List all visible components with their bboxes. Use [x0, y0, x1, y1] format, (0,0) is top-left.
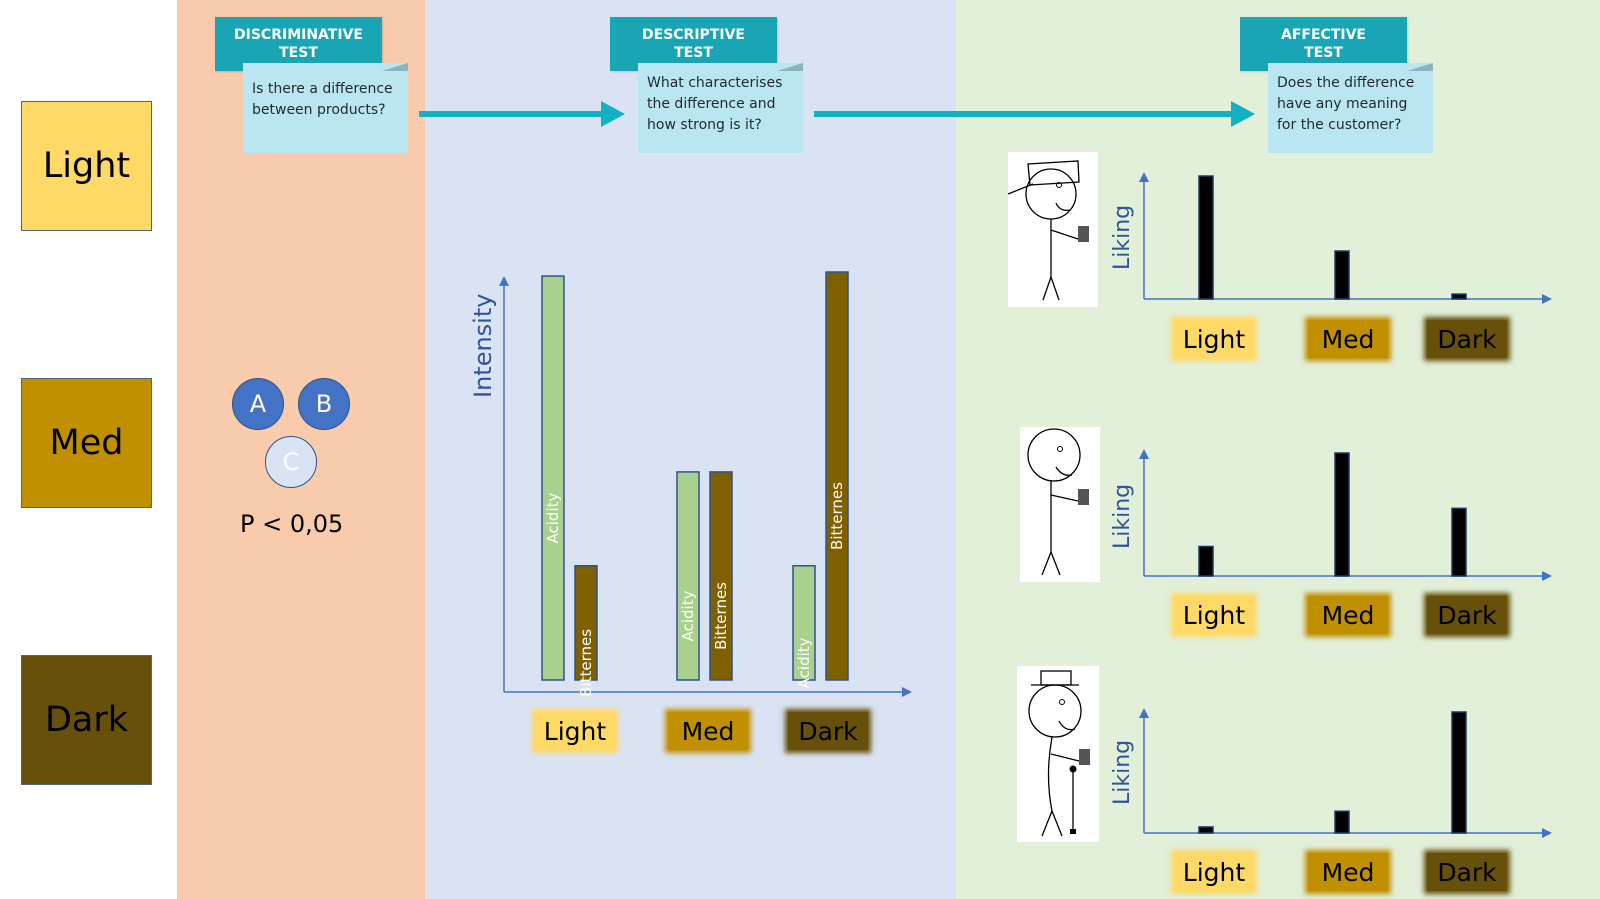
bar-bitternes-med — [709, 471, 733, 681]
bar-bitternes-light — [574, 565, 598, 681]
bar-acidity-med — [676, 471, 700, 681]
liking3-category-med: Med — [1308, 853, 1388, 891]
swatch-med: Med — [21, 378, 152, 508]
liking1-y-axis-arrow-icon — [1139, 172, 1149, 182]
liking2-category-light: Light — [1174, 596, 1254, 634]
consumer-figure-plain — [1020, 427, 1100, 582]
liking1-category-med: Med — [1308, 320, 1388, 358]
liking3-bar-light — [1198, 826, 1214, 834]
intensity-y-axis-arrow-icon — [499, 276, 509, 286]
intensity-x-axis-arrow-icon — [902, 687, 912, 697]
flow-arrow-1 — [419, 101, 625, 127]
bar-label: Bitternes — [828, 482, 846, 550]
liking3-category-dark: Dark — [1427, 853, 1507, 891]
liking1-bar-light — [1198, 175, 1214, 300]
card-question: Does the difference have any meaning for… — [1268, 63, 1433, 153]
liking3-bar-dark — [1451, 711, 1467, 834]
bar-bitternes-dark — [825, 271, 849, 681]
stick-figure-icon — [1027, 428, 1089, 576]
card-question: Is there a difference between products? — [243, 63, 408, 153]
liking2-bar-med — [1334, 452, 1350, 577]
liking1-category-light: Light — [1174, 320, 1254, 358]
liking1-bar-med — [1334, 250, 1350, 300]
desc-category-light: Light — [535, 712, 615, 750]
bar-label: Bitternes — [712, 582, 730, 650]
liking3-x-axis-arrow-icon — [1542, 828, 1552, 838]
card-fold — [1407, 63, 1433, 71]
desc-category-med: Med — [668, 712, 748, 750]
bar-label: Acidity — [544, 492, 562, 543]
bar-label: Bitternes — [577, 629, 595, 697]
swatch-label: Dark — [44, 700, 129, 740]
bar-label: Acidity — [679, 590, 697, 641]
p-value: P < 0,05 — [240, 510, 344, 538]
bar-label: Acidity — [795, 637, 813, 688]
liking3-bar-med — [1334, 810, 1350, 834]
consumer-figure-cap — [1007, 152, 1098, 307]
swatch-light: Light — [21, 101, 152, 231]
sample-c: C — [265, 436, 317, 488]
liking2-category-med: Med — [1308, 596, 1388, 634]
card-fold — [777, 63, 803, 71]
liking1-bar-dark — [1451, 293, 1467, 300]
liking2-x-axis-arrow-icon — [1542, 571, 1552, 581]
consumer-figure-hat-cane — [1017, 666, 1099, 842]
liking1-category-dark: Dark — [1427, 320, 1507, 358]
liking1-x-axis-arrow-icon — [1542, 294, 1552, 304]
card-question: What characterises the difference and ho… — [638, 63, 803, 153]
liking3-category-light: Light — [1174, 853, 1254, 891]
bar-acidity-dark — [792, 565, 816, 681]
liking2-category-dark: Dark — [1427, 596, 1507, 634]
bar-acidity-light — [541, 275, 565, 681]
swatch-label: Med — [49, 423, 124, 463]
swatch-label: Light — [42, 146, 131, 186]
liking2-y-axis-arrow-icon — [1139, 449, 1149, 459]
stick-figure-icon — [1028, 670, 1090, 837]
swatch-dark: Dark — [21, 655, 152, 785]
liking2-bar-dark — [1451, 507, 1467, 577]
liking2-bar-light — [1198, 545, 1214, 577]
stick-figure-icon — [1007, 160, 1089, 301]
flow-arrow-2 — [814, 101, 1255, 127]
sample-a: A — [232, 378, 284, 430]
liking3-y-axis-arrow-icon — [1139, 708, 1149, 718]
desc-category-dark: Dark — [788, 712, 868, 750]
card-fold — [382, 63, 408, 71]
sample-b: B — [298, 378, 350, 430]
